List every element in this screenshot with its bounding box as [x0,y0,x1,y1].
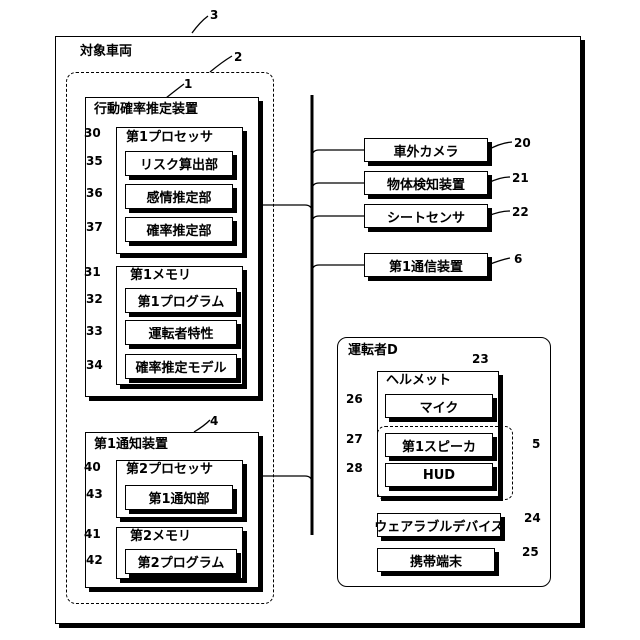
first-memory-ref: 31 [84,265,101,279]
notifier-ref: 4 [210,414,218,428]
emotion-unit: 感情推定部 [125,184,233,209]
seat-sensor: シートセンサ [364,204,488,228]
first-processor-ref: 30 [84,126,101,140]
object-detector-ref: 21 [512,171,529,185]
driver-traits-ref: 33 [86,324,103,338]
first-memory-label: 第1メモリ [130,268,191,284]
mobile-terminal: 携帯端末 [377,548,495,572]
wearable-ref: 24 [524,511,541,525]
helmet-label: ヘルメット [386,373,451,389]
second-processor-label: 第2プロセッサ [126,462,213,478]
second-memory-ref: 41 [84,527,101,541]
first-processor-label: 第1プロセッサ [126,130,213,146]
helmet-ref: 23 [472,352,489,366]
mobile-ref: 25 [522,545,539,559]
model-item: 確率推定モデル [125,354,237,379]
estimator-ref: 1 [184,77,192,91]
notify-unit-ref: 43 [86,487,103,501]
model-ref: 34 [86,358,103,372]
second-memory-label: 第2メモリ [130,529,191,545]
estimator-label: 行動確率推定装置 [94,102,198,118]
first-comm-ref: 6 [514,252,522,266]
first-comm-device: 第1通信装置 [364,253,488,277]
first-speaker-ref: 27 [346,432,363,446]
notifier-label: 第1通知装置 [94,437,168,453]
object-detector: 物体検知装置 [364,171,488,195]
second-program-item: 第2プログラム [125,549,237,574]
dashed-group-5-ref: 5 [532,437,540,451]
driver-traits-item: 運転者特性 [125,320,237,345]
first-program-item: 第1プログラム [125,288,237,313]
driver-label: 運転者D [348,343,398,359]
exterior-camera: 車外カメラ [364,138,488,162]
seat-sensor-ref: 22 [512,205,529,219]
microphone-ref: 26 [346,392,363,406]
microphone: マイク [385,394,493,418]
hud-ref: 28 [346,461,363,475]
wearable-device: ウェアラブルデバイス [377,513,501,537]
second-program-ref: 42 [86,553,103,567]
risk-calc-unit: リスク算出部 [125,151,233,176]
dashed-group-ref: 2 [234,50,242,64]
notify-unit: 第1通知部 [125,485,233,510]
risk-calc-ref: 35 [86,154,103,168]
vehicle-ref: 3 [210,8,218,22]
hud-device: HUD [385,463,493,487]
vehicle-label: 対象車両 [80,44,132,60]
emotion-ref: 36 [86,186,103,200]
second-processor-ref: 40 [84,460,101,474]
first-program-ref: 32 [86,292,103,306]
probability-ref: 37 [86,220,103,234]
first-speaker: 第1スピーカ [385,433,493,457]
exterior-camera-ref: 20 [514,136,531,150]
probability-unit: 確率推定部 [125,217,233,242]
